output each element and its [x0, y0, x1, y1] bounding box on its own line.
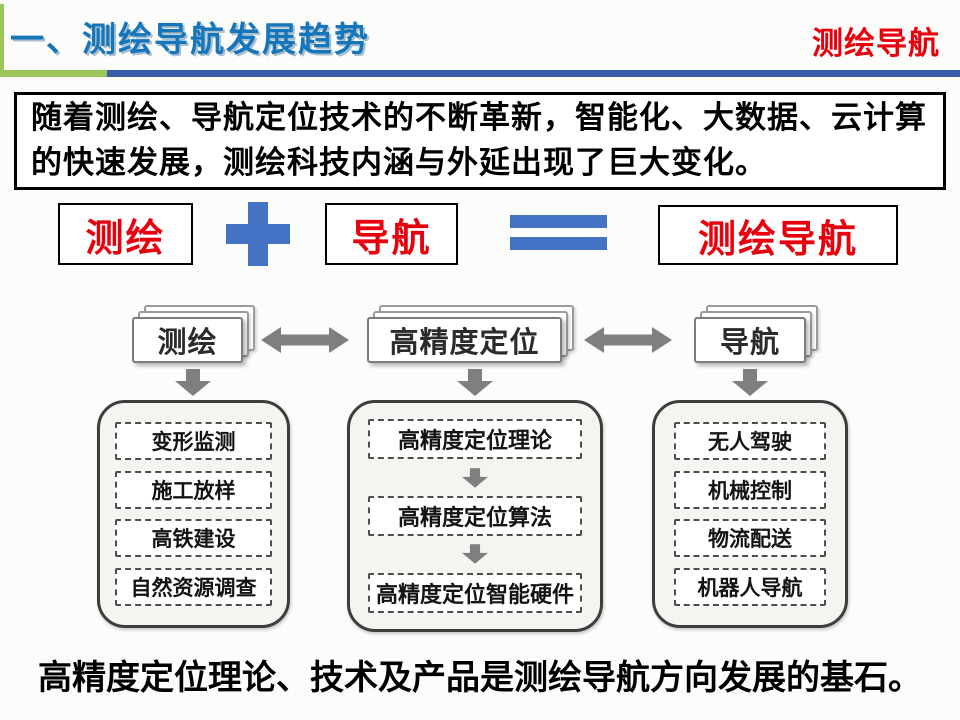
- formula-term-navigation: 导航: [325, 203, 458, 265]
- diagram-item: 高铁建设: [115, 519, 272, 558]
- card-stack-navigation: 导航: [694, 305, 818, 363]
- category-container-surveying: 变形监测 施工放样 高铁建设 自然资源调查: [97, 400, 290, 628]
- card-stack-precision-positioning: 高精度定位: [367, 305, 574, 363]
- diagram-item: 高精度定位理论: [368, 419, 582, 460]
- card-stack-surveying: 测绘: [132, 305, 255, 363]
- down-arrow-icon: [732, 369, 768, 396]
- header-divider: [0, 70, 960, 77]
- formula-term-surveying: 测绘: [58, 203, 193, 265]
- diagram-item: 机械控制: [674, 470, 826, 509]
- diagram-item: 施工放样: [115, 470, 272, 509]
- category-container-precision-positioning: 高精度定位理论 高精度定位算法 高精度定位智能硬件: [347, 400, 603, 632]
- formula-result: 测绘导航: [658, 205, 898, 265]
- double-headed-arrow-icon: [261, 327, 349, 353]
- down-arrow-icon: [457, 369, 493, 396]
- equals-icon: [510, 215, 607, 252]
- down-arrow-icon: [175, 369, 211, 396]
- card-label-precision-positioning: 高精度定位: [367, 317, 562, 363]
- diagram-item: 变形监测: [115, 421, 272, 460]
- double-headed-arrow-icon: [584, 327, 672, 353]
- plus-icon: [226, 202, 290, 266]
- category-container-navigation: 无人驾驶 机械控制 物流配送 机器人导航: [652, 400, 848, 628]
- card-label-navigation: 导航: [694, 317, 806, 363]
- diagram-item: 自然资源调查: [115, 568, 272, 607]
- left-green-accent: [0, 4, 4, 70]
- corner-brand-label: 测绘导航: [812, 26, 940, 61]
- intro-box: 随着测绘、导航定位技术的不断革新，智能化、大数据、云计算的快速发展，测绘科技内涵…: [14, 92, 946, 190]
- diagram-item: 高精度定位智能硬件: [368, 572, 582, 613]
- down-arrow-icon: [462, 544, 488, 565]
- diagram-item: 高精度定位算法: [368, 495, 582, 536]
- card-label-surveying: 测绘: [132, 317, 243, 363]
- divider-green-segment: [0, 70, 107, 77]
- diagram-item: 无人驾驶: [674, 421, 826, 460]
- page-title: 一、测绘导航发展趋势: [10, 21, 370, 59]
- divider-blue-segment: [107, 70, 960, 77]
- intro-text: 随着测绘、导航定位技术的不断革新，智能化、大数据、云计算的快速发展，测绘科技内涵…: [31, 100, 927, 180]
- down-arrow-icon: [462, 467, 488, 488]
- diagram-item: 物流配送: [674, 519, 826, 558]
- conclusion-text: 高精度定位理论、技术及产品是测绘导航方向发展的基石。: [38, 659, 922, 697]
- diagram-item: 机器人导航: [674, 568, 826, 607]
